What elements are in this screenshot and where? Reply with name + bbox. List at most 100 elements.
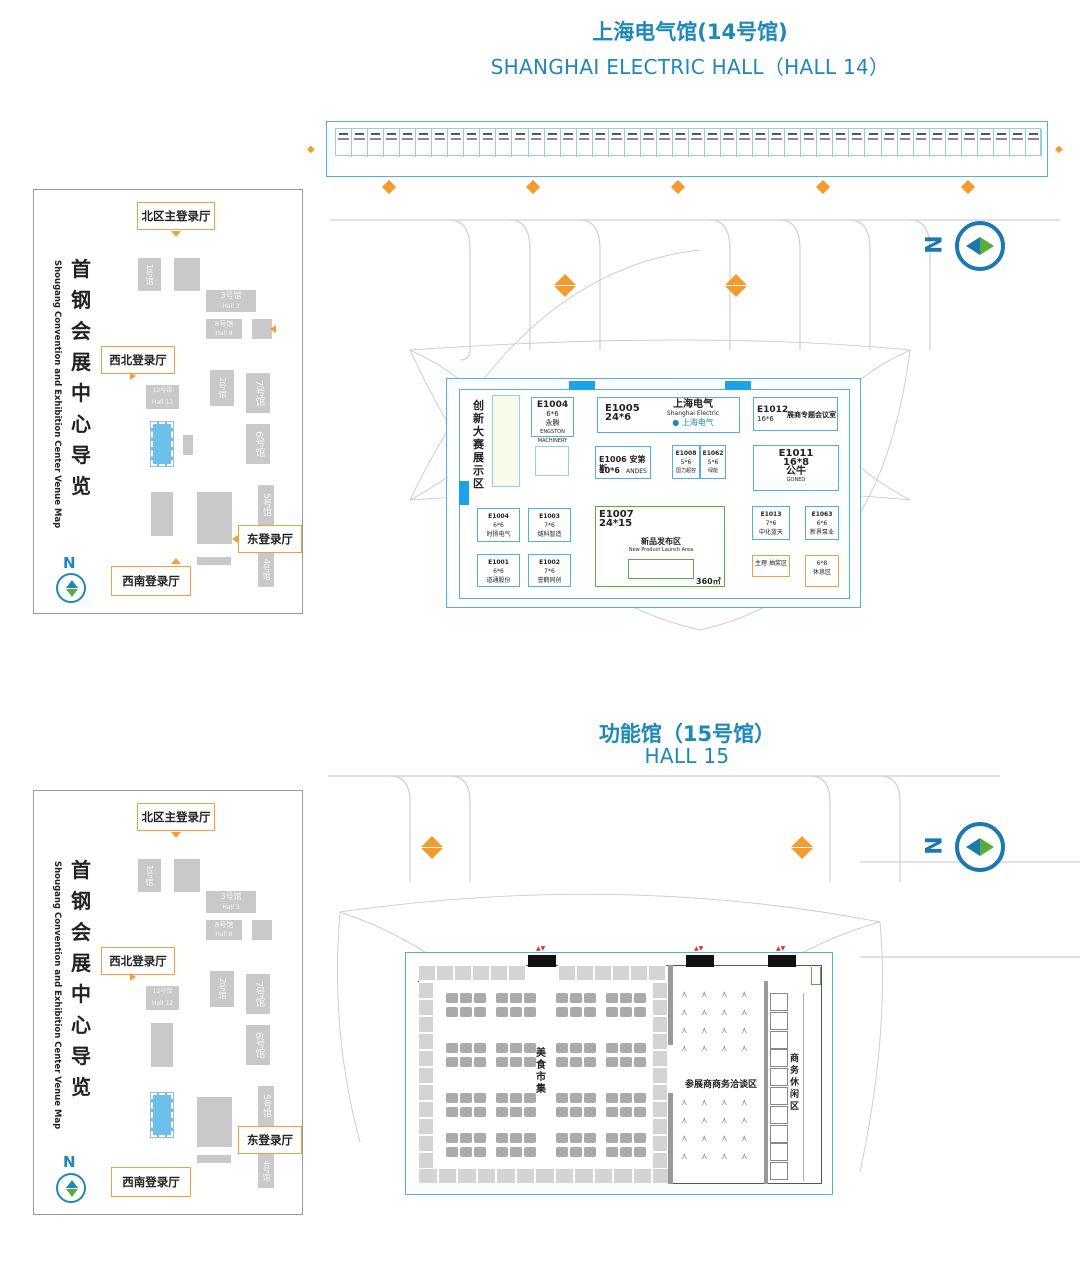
strip-booth-cell[interactable]	[978, 129, 994, 157]
hall-1-block[interactable]: 1号馆	[138, 258, 161, 291]
strip-booth-cell[interactable]	[609, 129, 625, 157]
strip-booth-cell[interactable]	[400, 129, 417, 157]
strip-booth-cell[interactable]	[673, 129, 689, 157]
strip-booth-cell[interactable]	[545, 129, 561, 157]
strip-booth-cell[interactable]	[513, 129, 529, 157]
booth-e1062[interactable]: E1062 5*6 绿能	[700, 445, 726, 479]
strip-booth-cell[interactable]	[561, 129, 577, 157]
strip-booth-cell[interactable]	[882, 129, 898, 157]
booth-rest-area[interactable]: 6*8 休息区	[805, 555, 839, 587]
strip-booth-cell[interactable]	[705, 129, 722, 157]
booth-e1003[interactable]: E1003 7*6 燧科智造	[528, 508, 571, 542]
hall-15-block[interactable]	[151, 492, 173, 536]
strip-booth-cell[interactable]	[721, 129, 738, 157]
hall-5-block[interactable]: 5号馆	[258, 1086, 274, 1126]
compass-icon[interactable]	[955, 221, 1005, 271]
dining-table	[496, 1093, 508, 1103]
zone-innovation[interactable]: 创新大赛展示区	[473, 399, 484, 490]
strip-booth-cell[interactable]	[336, 129, 353, 157]
hall-6-block[interactable]: 6号馆	[246, 1025, 270, 1065]
hall-11-block[interactable]	[197, 1097, 232, 1147]
entrance-north-main[interactable]: 北区主登录厅	[137, 803, 215, 831]
strip-booth-cell[interactable]	[1026, 129, 1042, 157]
booth-e1004-shiyang[interactable]: E1004 6*6 时扬电气	[477, 508, 520, 542]
strip-booth-cell[interactable]	[352, 129, 369, 157]
strip-booth-cell[interactable]	[994, 129, 1010, 157]
booth-e1006-andes[interactable]: E1006 安第斯 10*6 ANDES	[595, 446, 651, 479]
entrance-east[interactable]: 东登录厅	[238, 525, 302, 553]
strip-booth-cell[interactable]	[577, 129, 593, 157]
strip-booth-cell[interactable]	[432, 129, 449, 157]
hall-6-block[interactable]: 6号馆	[246, 424, 270, 464]
strip-booth-cell[interactable]	[480, 129, 497, 157]
booth-e1008[interactable]: E1008 5*6 国力超容	[672, 445, 700, 479]
compass-icon[interactable]	[955, 822, 1005, 872]
hall-7-block[interactable]: 7号馆	[246, 373, 270, 413]
strip-booth-cell[interactable]	[866, 129, 882, 157]
strip-booth-cell[interactable]	[898, 129, 914, 157]
strip-booth-cell[interactable]	[593, 129, 609, 157]
booth-e1005-shanghai-electric[interactable]: E1005 24*6 上海电气 Shanghai Electric ● 上海电气	[597, 397, 740, 433]
strip-booth-cell[interactable]	[625, 129, 641, 157]
booth-e1007-launch-area[interactable]: E1007 24*15 新品发布区 New Product Launch Are…	[595, 506, 725, 587]
strip-booth-cell[interactable]	[689, 129, 706, 157]
booth-e1012-meeting-room[interactable]: E1012 16*6 展商专题会议室	[753, 397, 838, 431]
hall-7-block[interactable]: 7号馆	[246, 974, 270, 1014]
strip-booth-cell[interactable]	[753, 129, 770, 157]
strip-booth-cell[interactable]	[962, 129, 978, 157]
strip-booth-cell[interactable]	[914, 129, 930, 157]
entrance-southwest[interactable]: 西南登录厅	[111, 566, 191, 596]
strip-booth-cell[interactable]	[641, 129, 657, 157]
strip-booth-cell[interactable]	[416, 129, 433, 157]
zone-business-meeting[interactable]: 参展商商务洽谈区	[676, 1077, 766, 1090]
strip-booth-cell[interactable]	[448, 129, 465, 157]
booth-e1002[interactable]: E1002 7*6 誉鹤同创	[528, 554, 571, 587]
strip-booth-cell[interactable]	[817, 129, 834, 157]
hall-5-block[interactable]: 5号馆	[258, 485, 274, 525]
hall-4-block[interactable]: 4号馆	[258, 553, 274, 587]
entrance-north-main[interactable]: 北区主登录厅	[137, 202, 215, 230]
hall-14-highlight[interactable]	[150, 421, 174, 467]
hall-15-highlight[interactable]	[150, 1092, 174, 1138]
strip-booth-cell[interactable]	[657, 129, 673, 157]
booth-e1063[interactable]: E1063 6*6 新界泵业	[805, 506, 839, 540]
booth-e1004-engston[interactable]: E1004 6*6 永腾 ENGSTON MACHINERY	[531, 397, 574, 444]
strip-booth-cell[interactable]	[464, 129, 481, 157]
zone-business-lounge[interactable]: 商务休闲区	[790, 1054, 800, 1112]
hall-4-block[interactable]: 4号馆	[258, 1154, 274, 1188]
zone-food-market[interactable]: 美食市集	[536, 1048, 546, 1095]
strip-booth-cell[interactable]	[368, 129, 385, 157]
hall-2-block[interactable]: 2号馆	[210, 370, 234, 406]
strip-booth-cell[interactable]	[930, 129, 946, 157]
booth-e1011-goneo[interactable]: E1011 16*8 公牛 GONEO	[753, 445, 839, 491]
entrance-east[interactable]: 东登录厅	[238, 1126, 302, 1154]
entrance-southwest[interactable]: 西南登录厅	[111, 1167, 191, 1197]
booth-e1013[interactable]: E1013 7*6 中化蓝天	[752, 506, 790, 540]
entrance-northwest[interactable]: 西北登录厅	[101, 346, 175, 374]
strip-booth-cell[interactable]	[384, 129, 401, 157]
strip-booth-cell[interactable]	[946, 129, 962, 157]
strip-booth-cell[interactable]	[769, 129, 786, 157]
strip-booth-cell[interactable]	[1010, 129, 1026, 157]
hall-2-block[interactable]: 2号馆	[210, 971, 234, 1007]
hall-11-block[interactable]	[197, 492, 232, 544]
entrance-northwest[interactable]: 西北登录厅	[101, 947, 175, 975]
strip-booth-cell[interactable]	[496, 129, 513, 157]
strip-booth-cell[interactable]	[833, 129, 850, 157]
strip-booth-cell[interactable]	[801, 129, 818, 157]
strip-booth-cell[interactable]	[849, 129, 866, 157]
strip-booth-cell[interactable]	[737, 129, 754, 157]
hall-14-block[interactable]	[151, 1023, 173, 1067]
booth-e1001[interactable]: E1001 6*6 道通股份	[477, 554, 520, 587]
booth-lottery-area[interactable]: 主理 抽奖区	[752, 555, 790, 577]
strip-booth-cell[interactable]	[529, 129, 545, 157]
dining-table	[496, 1147, 508, 1157]
strip-booth-cell[interactable]	[785, 129, 802, 157]
hall-1-block[interactable]: 1号馆	[138, 859, 161, 892]
